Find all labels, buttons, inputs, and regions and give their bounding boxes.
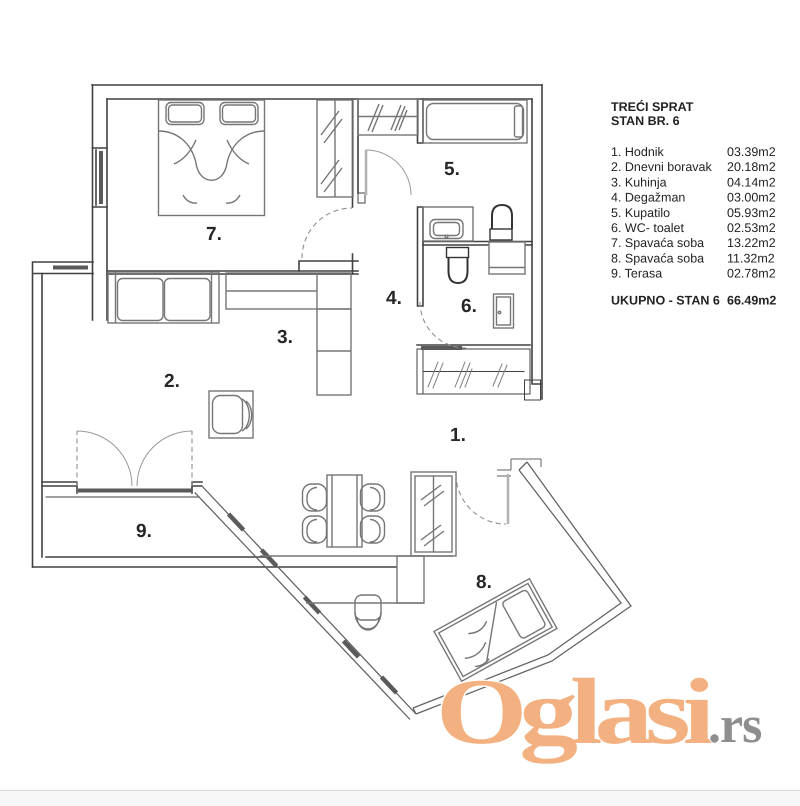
svg-text:6. WC- toalet: 6. WC- toalet [611, 221, 684, 235]
svg-text:TREĆI SPRAT: TREĆI SPRAT [611, 99, 694, 114]
svg-text:04.14m2: 04.14m2 [727, 175, 776, 189]
svg-text:9. Terasa: 9. Terasa [611, 267, 662, 281]
svg-text:5.: 5. [444, 159, 460, 180]
svg-text:STAN BR. 6: STAN BR. 6 [611, 114, 680, 128]
svg-text:20.18m2: 20.18m2 [727, 160, 776, 174]
svg-text:11.32m2: 11.32m2 [727, 251, 775, 265]
svg-text:2.: 2. [164, 371, 180, 392]
svg-text:4.: 4. [386, 288, 402, 309]
svg-text:1. Hodnik: 1. Hodnik [611, 145, 665, 159]
svg-text:13.22m2: 13.22m2 [727, 236, 776, 250]
svg-text:3. Kuhinja: 3. Kuhinja [611, 175, 667, 189]
svg-text:03.00m2: 03.00m2 [727, 191, 776, 205]
svg-text:8. Spavaća soba: 8. Spavaća soba [611, 251, 704, 265]
svg-text:03.39m2: 03.39m2 [727, 145, 776, 159]
svg-text:8.: 8. [476, 572, 492, 593]
svg-text:UKUPNO - STAN 6: UKUPNO - STAN 6 [611, 294, 720, 308]
svg-text:66.49m2: 66.49m2 [727, 294, 776, 308]
svg-text:5. Kupatilo: 5. Kupatilo [611, 206, 670, 220]
svg-text:4. Degažman: 4. Degažman [611, 191, 685, 205]
svg-text:02.78m2: 02.78m2 [727, 267, 776, 281]
svg-text:2. Dnevni boravak: 2. Dnevni boravak [611, 160, 713, 174]
svg-text:Oglasi: Oglasi [436, 660, 714, 764]
svg-text:7. Spavaća soba: 7. Spavaća soba [611, 236, 704, 250]
svg-text:9.: 9. [136, 521, 152, 542]
svg-text:7.: 7. [206, 224, 222, 245]
svg-text:05.93m2: 05.93m2 [727, 206, 776, 220]
svg-text:.rs: .rs [708, 697, 761, 754]
svg-text:6.: 6. [461, 296, 477, 317]
svg-text:1.: 1. [450, 425, 466, 446]
svg-text:3.: 3. [277, 327, 293, 348]
svg-text:02.53m2: 02.53m2 [727, 221, 776, 235]
